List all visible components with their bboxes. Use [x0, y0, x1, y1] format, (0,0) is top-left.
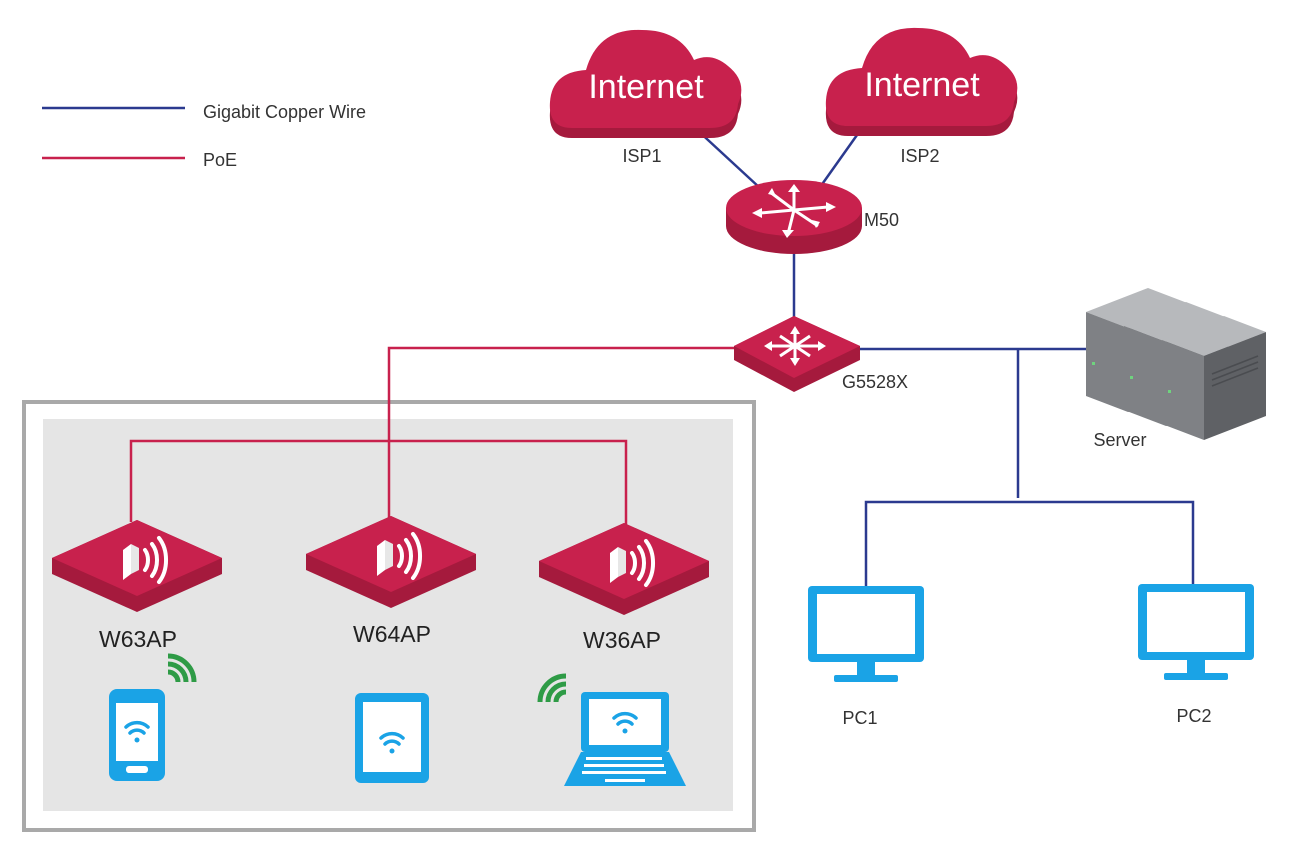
switch-label: G5528X — [842, 372, 908, 392]
pc2: PC2 — [1138, 584, 1254, 726]
tablet-icon — [355, 693, 429, 783]
cloud-isp2-text: Internet — [864, 66, 980, 104]
legend: Gigabit Copper Wire PoE — [42, 102, 366, 170]
legend-poe-label: PoE — [203, 150, 237, 170]
link-switch-poe — [387, 346, 734, 528]
phone-icon — [109, 689, 165, 781]
monitor-icon — [808, 586, 924, 682]
signal-icon — [167, 653, 197, 683]
isp2-label: ISP2 — [900, 146, 939, 166]
ap-w36ap: W36AP — [537, 521, 711, 653]
cloud-icon — [549, 29, 742, 139]
ap-w36ap-label: W36AP — [583, 627, 661, 653]
pc1: PC1 — [808, 586, 924, 728]
pc2-label: PC2 — [1176, 706, 1211, 726]
laptop-icon — [564, 692, 686, 786]
cloud-icon — [825, 27, 1018, 137]
ap-w64ap: W64AP — [304, 514, 478, 647]
cloud-isp1-text: Internet — [588, 68, 704, 106]
switch-g5528x: G5528X — [734, 316, 908, 392]
server-label: Server — [1093, 430, 1146, 450]
legend-copper-label: Gigabit Copper Wire — [203, 102, 366, 122]
ap-w63ap: W63AP — [50, 518, 224, 652]
monitor-icon — [1138, 584, 1254, 680]
poe-links — [129, 346, 734, 528]
router-m50: M50 — [726, 180, 899, 254]
pc1-label: PC1 — [842, 708, 877, 728]
cloud-isp1: Internet ISP1 — [549, 29, 742, 166]
laptop-device — [564, 692, 686, 786]
router-label: M50 — [864, 210, 899, 230]
server: Server — [1086, 288, 1266, 450]
link-pc-bus — [864, 500, 1195, 586]
server-icon — [1086, 288, 1266, 440]
copper-links — [694, 127, 1195, 586]
signal-icon — [537, 673, 567, 703]
router-icon — [726, 180, 862, 254]
wifi-icon — [612, 711, 638, 734]
tablet-device — [355, 693, 429, 783]
ap-w64ap-label: W64AP — [353, 621, 431, 647]
phone-device — [109, 689, 165, 781]
ap-w63ap-label: W63AP — [99, 626, 177, 652]
link-isp2-router — [816, 127, 864, 191]
wifi-icon — [124, 720, 150, 743]
switch-icon — [734, 316, 860, 392]
wifi-icon — [379, 731, 405, 754]
link-poe-bus — [129, 439, 628, 525]
cloud-isp2: Internet ISP2 — [825, 27, 1018, 166]
isp1-label: ISP1 — [622, 146, 661, 166]
